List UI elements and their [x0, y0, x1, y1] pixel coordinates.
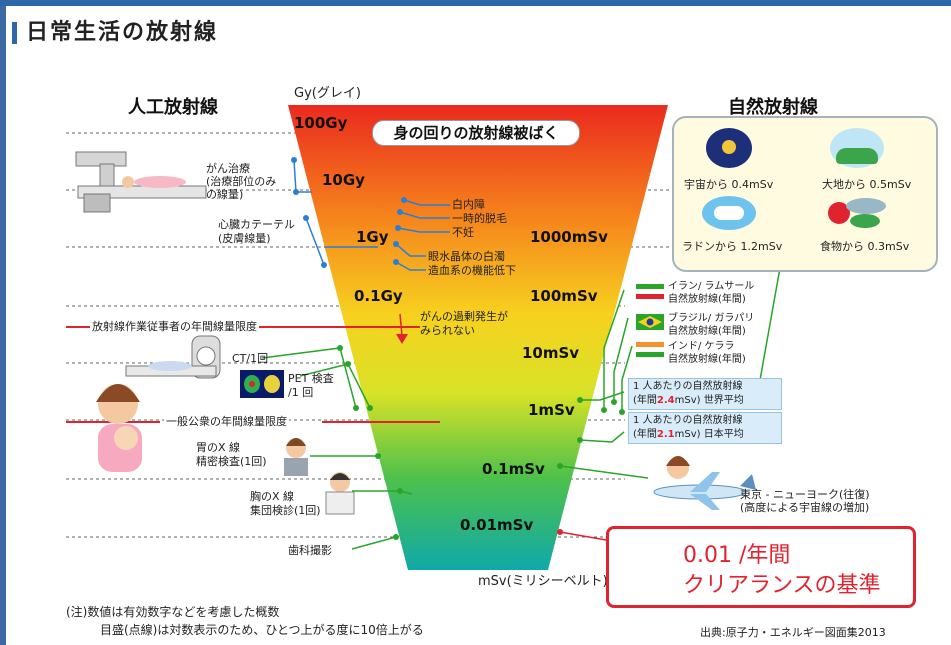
- world-average-line1: 1 人あたりの自然放射線: [633, 381, 743, 392]
- airplane-illustration: [653, 472, 756, 510]
- japan-average-box: 1 人あたりの自然放射線 (年間2.1mSv) 日本平均: [628, 412, 782, 444]
- msv-tick-0-1: 0.1mSv: [482, 460, 545, 478]
- msv-tick-0-01: 0.01mSv: [460, 516, 534, 534]
- top-accent-bar: [0, 0, 951, 6]
- natural-sources-box: 宇宙から 0.4mSv 大地から 0.5mSv ラドンから 1.2mSv 食物か…: [672, 116, 938, 272]
- blue-brackets: [293, 159, 450, 271]
- world-average-box: 1 人あたりの自然放射線 (年間2.4mSv) 世界平均: [628, 378, 782, 410]
- ct-scanner-illustration: [125, 335, 221, 379]
- food-icon: [828, 196, 888, 232]
- dose-funnel: [288, 105, 668, 570]
- japan-average-line2: (年間2.1mSv) 日本平均: [633, 429, 744, 440]
- cardiac-cath-line1: 心臓カテーテル: [218, 218, 295, 231]
- stomach-xray-line2: 精密検査(1回): [196, 455, 267, 468]
- unit-gy-label: Gy(グレイ): [294, 86, 361, 101]
- msv-tick-1000: 1000mSv: [530, 228, 608, 246]
- effect-cataract: 白内障: [452, 198, 485, 211]
- world-average-line2: (年間2.4mSv) 世界平均: [633, 395, 744, 406]
- stomach-xray-person: [284, 438, 308, 476]
- japan-average-line1: 1 人あたりの自然放射線: [633, 415, 743, 426]
- world-average-value: 2.4: [656, 395, 675, 406]
- exposure-banner: 身の回りの放射線被ばく: [372, 120, 580, 146]
- msv-tick-10: 10mSv: [522, 344, 580, 362]
- cancer-therapy-line3: の線量): [206, 188, 244, 201]
- msv-tick-1: 1mSv: [528, 401, 575, 419]
- effect-sterility: 不妊: [452, 226, 474, 239]
- page-title: 日常生活の放射線: [26, 20, 219, 45]
- radon-label: ラドンから 1.2mSv: [682, 240, 783, 253]
- effect-hair-loss: 一時的脱毛: [452, 212, 507, 225]
- iran-label-line2: 自然放射線(年間): [668, 294, 746, 305]
- brazil-label-line1: ブラジル/ ガラパリ: [668, 313, 755, 324]
- traveler-woman-illustration: [666, 456, 690, 479]
- iran-flag: [636, 284, 664, 299]
- flight-label-line1: 東京 - ニューヨーク(往復): [740, 488, 870, 501]
- dental-label: 歯科撮影: [288, 544, 332, 557]
- mother-child-illustration: [96, 384, 142, 472]
- earth-icon: [830, 128, 884, 168]
- clearance-value: 0.01 /年間: [683, 543, 791, 568]
- india-label-line2: 自然放射線(年間): [668, 354, 746, 365]
- chest-xray-line1: 胸のX 線: [250, 490, 295, 503]
- left-accent-bar: [0, 6, 6, 645]
- source-credit: 出典:原子力・エネルギー図面集2013: [700, 626, 886, 639]
- iran-label-line1: イラン/ ラムサール: [668, 281, 755, 292]
- artificial-radiation-heading: 人工放射線: [128, 97, 218, 118]
- effect-hematopoietic: 造血系の機能低下: [428, 264, 516, 277]
- effect-lens-opacity: 眼水晶体の白濁: [428, 250, 505, 263]
- cancer-note-line2: みられない: [420, 324, 475, 337]
- gy-tick-100: 100Gy: [294, 114, 348, 132]
- cardiac-cath-line2: (皮膚線量): [218, 232, 271, 245]
- gy-tick-0-1: 0.1Gy: [354, 287, 403, 305]
- cancer-therapy-line2: (治療部位のみ: [206, 175, 277, 188]
- radon-icon: [702, 196, 756, 230]
- pet-label-line2: /1 回: [288, 386, 314, 399]
- msv-tick-100: 100mSv: [530, 287, 598, 305]
- food-label: 食物から 0.3mSv: [820, 240, 910, 253]
- cosmic-label: 宇宙から 0.4mSv: [684, 178, 774, 191]
- gy-tick-10: 10Gy: [322, 171, 365, 189]
- chest-xray-person: [325, 472, 355, 515]
- footnote-line2: 目盛(点線)は対数表示のため、ひとつ上がる度に10倍上がる: [100, 623, 424, 637]
- ct-label: CT/1回: [232, 352, 269, 365]
- flight-label-line2: (高度による宇宙線の増加): [740, 501, 870, 514]
- title-marker: [12, 22, 17, 44]
- stomach-xray-line1: 胃のX 線: [196, 441, 241, 454]
- earth-label: 大地から 0.5mSv: [822, 178, 912, 191]
- arrow-down-icon: [396, 334, 408, 344]
- worker-limit-label: 放射線作業従事者の年間線量限度: [90, 320, 259, 333]
- cancer-note-line1: がんの過剰発生が: [420, 310, 508, 323]
- public-limit-label: 一般公衆の年間線量限度: [164, 415, 289, 428]
- brazil-flag: [636, 314, 664, 330]
- pet-label-line1: PET 検査: [288, 372, 334, 385]
- therapy-machine-illustration: [75, 151, 207, 213]
- pet-scan-image: [240, 370, 284, 398]
- clearance-label: クリアランスの基準: [683, 573, 881, 598]
- india-flag: [636, 342, 664, 357]
- japan-average-value: 2.1: [656, 429, 675, 440]
- cancer-therapy-line1: がん治療: [206, 162, 250, 175]
- chest-xray-line2: 集団検診(1回): [250, 504, 321, 517]
- footnote-line1: (注)数値は有効数字などを考慮した概数: [66, 605, 280, 619]
- unit-msv-label: mSv(ミリシーベルト): [478, 574, 608, 589]
- gy-tick-1: 1Gy: [356, 228, 389, 246]
- natural-radiation-heading: 自然放射線: [728, 97, 818, 118]
- india-label-line1: インド/ ケララ: [668, 341, 735, 352]
- brazil-label-line2: 自然放射線(年間): [668, 326, 746, 337]
- clearance-callout: 0.01 /年間 クリアランスの基準: [606, 526, 916, 608]
- cosmic-icon: [706, 128, 752, 168]
